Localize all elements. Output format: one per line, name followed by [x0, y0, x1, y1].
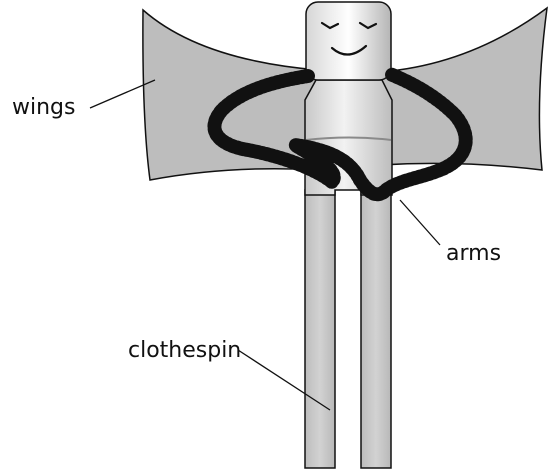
- arms-label: arms: [446, 241, 501, 266]
- clothespin-label: clothespin: [128, 338, 241, 363]
- wings-label: wings: [12, 95, 75, 120]
- clothespin-left-leg: [305, 190, 335, 468]
- angel-head: [306, 2, 391, 80]
- clothespin-right-leg: [361, 190, 391, 468]
- arms-leader-line: [400, 200, 440, 245]
